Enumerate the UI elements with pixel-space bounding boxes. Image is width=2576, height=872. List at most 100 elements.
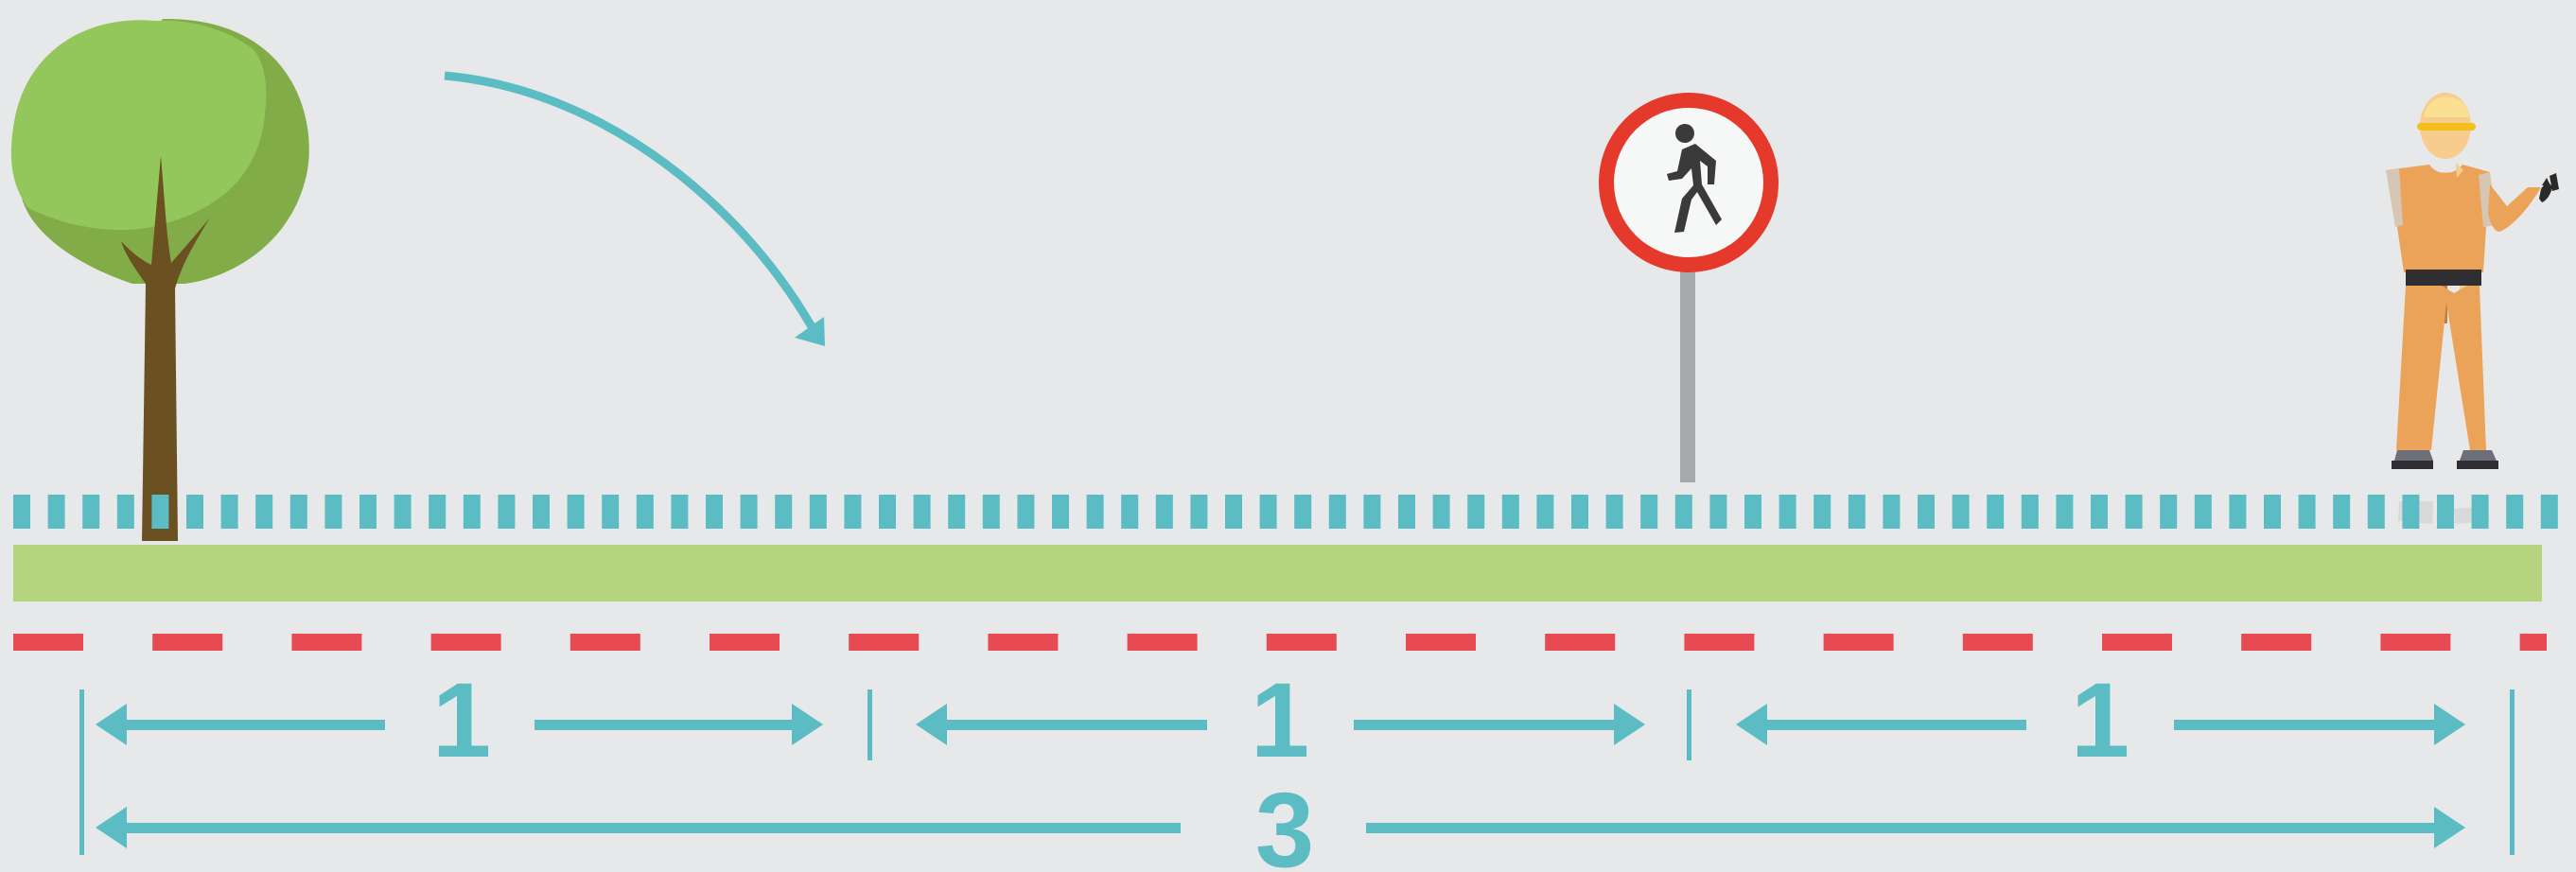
red-dash <box>1963 634 2033 651</box>
track-dot <box>1502 495 1519 529</box>
track-dot <box>151 495 168 529</box>
track-dot <box>1294 495 1311 529</box>
construction-worker-icon <box>2386 93 2559 524</box>
dimension-tick <box>1687 689 1691 760</box>
track-dot <box>741 495 758 529</box>
track-dot <box>2437 495 2454 529</box>
dimension-tick <box>867 689 872 760</box>
track-dot <box>2506 495 2523 529</box>
red-dash <box>291 634 361 651</box>
track-dot <box>1953 495 1970 529</box>
red-dash <box>710 634 780 651</box>
segment-label: 1 <box>432 661 491 779</box>
track-dot <box>1156 495 1173 529</box>
track-dot <box>324 495 342 529</box>
track-dot <box>2299 495 2316 529</box>
track-dot <box>706 495 723 529</box>
track-dot <box>568 495 585 529</box>
track-dot <box>1329 495 1346 529</box>
track-dot <box>1606 495 1623 529</box>
track-dot <box>1536 495 1553 529</box>
dimension-tick <box>79 689 84 855</box>
track-dot <box>1225 495 1242 529</box>
red-dash <box>2241 634 2311 651</box>
track-dot <box>186 495 203 529</box>
track-dot <box>1640 495 1657 529</box>
track-dot <box>2541 495 2558 529</box>
red-dash <box>1406 634 1476 651</box>
track-dot <box>775 495 792 529</box>
track-dot <box>1190 495 1207 529</box>
track-dot <box>1087 495 1104 529</box>
track-dot <box>533 495 550 529</box>
track-dot <box>255 495 272 529</box>
track-dot <box>2229 495 2246 529</box>
track-dot <box>637 495 654 529</box>
track-dot <box>2160 495 2177 529</box>
red-dash <box>1684 634 1754 651</box>
red-dash <box>2520 634 2547 651</box>
dotted-track-line <box>13 495 2558 529</box>
track-dot <box>1467 495 1484 529</box>
segment-label: 1 <box>2071 661 2129 779</box>
red-dash <box>1128 634 1198 651</box>
track-dot <box>1433 495 1450 529</box>
track-dot <box>1571 495 1588 529</box>
track-dot <box>1709 495 1726 529</box>
red-dash <box>570 634 640 651</box>
track-dot <box>1883 495 1900 529</box>
red-dash <box>1824 634 1894 651</box>
track-dot <box>948 495 965 529</box>
red-dash <box>849 634 919 651</box>
track-dot <box>1052 495 1069 529</box>
track-dot <box>1849 495 1866 529</box>
red-dash <box>431 634 501 651</box>
track-dot <box>13 495 30 529</box>
red-dash <box>2380 634 2450 651</box>
track-dot <box>464 495 481 529</box>
track-dot <box>2195 495 2212 529</box>
track-dot <box>1398 495 1415 529</box>
track-dot <box>1987 495 2004 529</box>
grass-strip <box>13 545 2542 602</box>
red-dash <box>988 634 1058 651</box>
red-dashed-line <box>13 634 2547 651</box>
track-dot <box>844 495 861 529</box>
track-dot <box>1744 495 1761 529</box>
track-dot <box>983 495 1000 529</box>
track-dot <box>1017 495 1034 529</box>
track-dot <box>48 495 65 529</box>
track-dot <box>1918 495 1935 529</box>
track-dot <box>2126 495 2143 529</box>
red-dash <box>1545 634 1615 651</box>
no-pedestrians-sign-icon <box>1599 93 1779 482</box>
track-dot <box>914 495 931 529</box>
track-dot <box>1814 495 1831 529</box>
track-dot <box>429 495 446 529</box>
track-dot <box>359 495 377 529</box>
track-dot <box>2091 495 2108 529</box>
red-dash <box>152 634 222 651</box>
track-dot <box>1121 495 1138 529</box>
total-label: 3 <box>1255 771 1314 872</box>
track-dot <box>2472 495 2489 529</box>
tree-icon <box>11 19 309 541</box>
track-dot <box>82 495 99 529</box>
segment-label: 1 <box>1251 661 1309 779</box>
track-dot <box>2402 495 2419 529</box>
red-dash <box>13 634 83 651</box>
red-dash <box>2102 634 2172 651</box>
track-dot <box>2368 495 2385 529</box>
track-dot <box>1363 495 1380 529</box>
track-dot <box>221 495 238 529</box>
track-dot <box>1675 495 1692 529</box>
track-dot <box>1779 495 1796 529</box>
track-dot <box>394 495 412 529</box>
track-dot <box>117 495 134 529</box>
track-dot <box>879 495 896 529</box>
track-dot <box>602 495 619 529</box>
dimension-tick <box>2510 689 2515 855</box>
red-dash <box>1267 634 1337 651</box>
